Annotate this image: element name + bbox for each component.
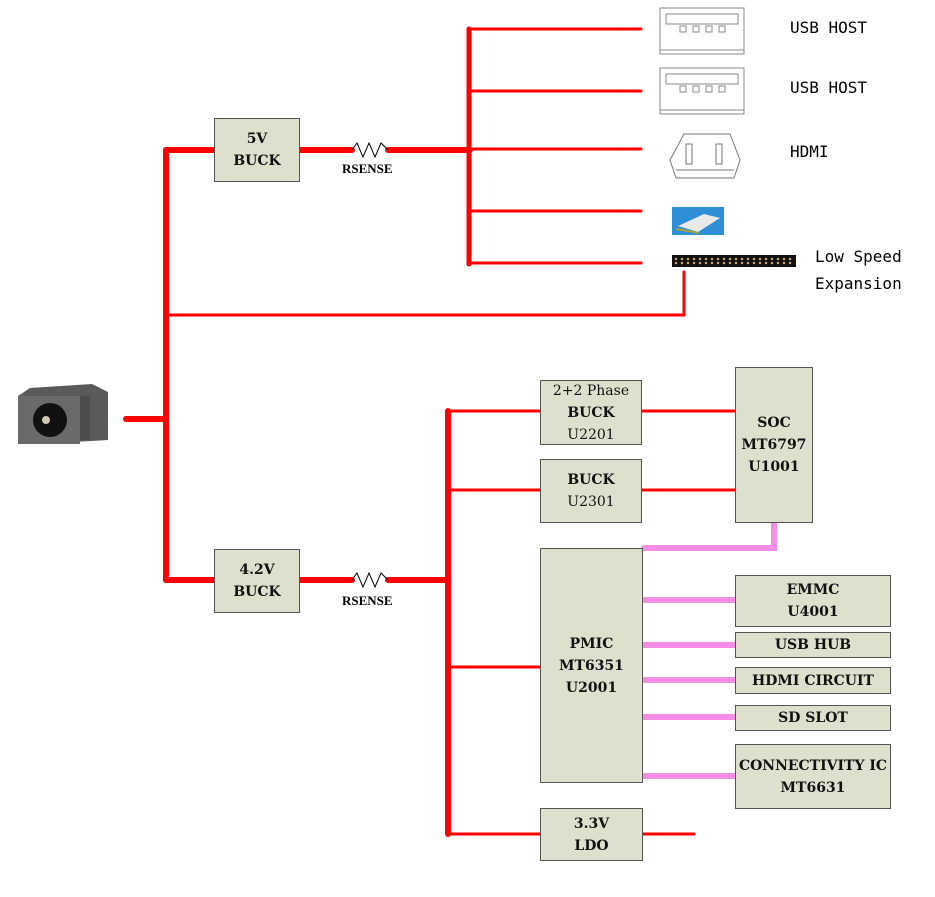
block-line: MT6797 xyxy=(741,437,807,453)
block-line: U2301 xyxy=(567,494,615,510)
block-line: 5V xyxy=(246,131,268,147)
soc-mt6797: SOC MT6797 U1001 xyxy=(735,367,813,523)
block-line: HDMI CIRCUIT xyxy=(752,672,874,689)
dc-jack-icon xyxy=(18,384,108,444)
emmc-u4001: EMMC U4001 xyxy=(735,575,891,627)
sd-slot: SD SLOT xyxy=(735,705,891,731)
block-line: BUCK xyxy=(567,404,615,421)
block-line: 2+2 Phase xyxy=(552,382,630,399)
block-line: MT6351 xyxy=(559,657,624,674)
5v-buck-block: 5V BUCK xyxy=(214,118,300,182)
smd-component-icon xyxy=(672,207,724,235)
expansion-label-line1: Low Speed xyxy=(815,247,902,266)
rsense-label-lower: RSENSE xyxy=(342,593,393,608)
usb-a-connector-icon xyxy=(659,67,745,115)
expansion-feed xyxy=(164,270,686,317)
hdmi-connector-icon xyxy=(669,133,741,179)
block-line: U2001 xyxy=(565,679,618,696)
usb-host-label-1: USB HOST xyxy=(790,18,868,37)
hdmi-label: HDMI xyxy=(790,142,829,161)
block-line: PMIC xyxy=(569,635,614,652)
pmic-soc-link xyxy=(641,519,777,551)
block-line: CONNECTIVITY IC xyxy=(738,757,888,774)
ldo-33v: 3.3V LDO xyxy=(540,808,643,861)
block-line: 3.3V xyxy=(573,815,610,832)
usb-hub: USB HUB xyxy=(735,632,891,658)
block-line: LDO xyxy=(574,837,609,854)
block-line: SOC xyxy=(757,415,791,431)
connectivity-ic-mt6631: CONNECTIVITY IC MT6631 xyxy=(735,744,891,809)
rsense-label-upper: RSENSE xyxy=(342,161,393,176)
usb-a-connector-icon xyxy=(659,7,745,55)
42v-buck-block: 4.2V BUCK xyxy=(214,549,300,613)
pmic-mt6351: PMIC MT6351 U2001 xyxy=(540,548,643,783)
block-line: BUCK xyxy=(567,472,615,488)
block-line: USB HUB xyxy=(774,637,852,653)
rsense-resistor-icon xyxy=(351,141,389,159)
buck-u2301: BUCK U2301 xyxy=(540,459,642,523)
phase-buck-u2201: 2+2 Phase BUCK U2201 xyxy=(540,380,642,445)
pin-header-dots xyxy=(673,257,795,265)
block-line: BUCK xyxy=(233,153,281,169)
rsense-resistor-icon xyxy=(351,571,389,589)
hdmi-circuit: HDMI CIRCUIT xyxy=(735,667,891,694)
block-line: U2201 xyxy=(567,426,615,443)
block-line: EMMC xyxy=(786,582,840,598)
usb-host-label-2: USB HOST xyxy=(790,78,868,97)
block-line: U1001 xyxy=(748,459,800,475)
block-line: SD SLOT xyxy=(778,710,848,726)
block-line: 4.2V xyxy=(239,562,275,578)
block-line: BUCK xyxy=(233,584,281,600)
expansion-label-line2: Expansion xyxy=(815,274,902,293)
block-line: MT6631 xyxy=(780,779,846,796)
block-line: U4001 xyxy=(787,604,839,620)
